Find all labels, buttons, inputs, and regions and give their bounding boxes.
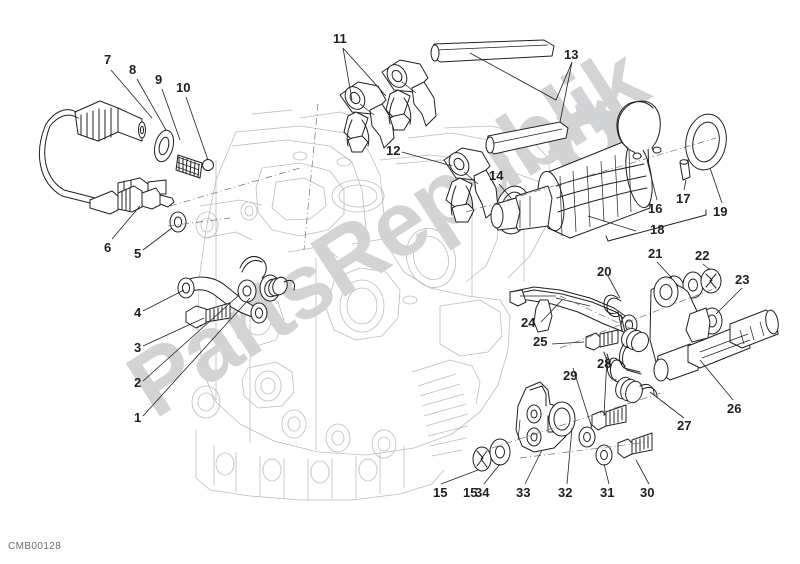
callout-2: 2 <box>134 375 142 390</box>
part-circlip-15 <box>472 446 492 472</box>
callout-5: 5 <box>134 246 142 261</box>
leader-lines <box>110 47 743 485</box>
part-group-neutral-switch <box>39 100 301 233</box>
callout-16: 16 <box>648 201 663 216</box>
part-return-spring-20 <box>603 294 649 375</box>
callout-13: 13 <box>564 47 579 62</box>
callout-31: 31 <box>600 485 615 500</box>
callout-20: 20 <box>597 264 612 279</box>
part-shift-shaft-26 <box>649 276 779 382</box>
callout-15-lower: 15 <box>433 485 448 500</box>
part-small-hardware <box>472 401 653 472</box>
assembly-axes <box>303 103 717 459</box>
callout-29: 29 <box>563 368 578 383</box>
callout-4: 4 <box>134 305 142 320</box>
callout-25: 25 <box>533 334 548 349</box>
part-group-fork-shafts-13 <box>430 39 569 155</box>
callout-28: 28 <box>597 356 612 371</box>
callout-23: 23 <box>735 272 750 287</box>
callout-24: 24 <box>521 315 536 330</box>
callout-33: 33 <box>516 485 531 500</box>
callout-6: 6 <box>104 240 112 255</box>
part-group-detent-lever <box>177 255 295 329</box>
callout-3: 3 <box>134 340 142 355</box>
callout-30: 30 <box>640 485 655 500</box>
part-washer-19 <box>685 113 727 171</box>
callout-8: 8 <box>129 62 137 77</box>
callout-7: 7 <box>104 52 112 67</box>
part-group-selector-fork-12 <box>443 147 499 223</box>
part-group-selector-forks-11 <box>339 59 437 153</box>
callout-19: 19 <box>713 204 728 219</box>
spring-9 <box>175 154 203 179</box>
callout-22: 22 <box>695 248 710 263</box>
callout-18: 18 <box>650 222 665 237</box>
callout-11: 11 <box>333 31 347 46</box>
part-bracket-33 <box>515 381 569 453</box>
part-pin-25 <box>585 329 619 351</box>
callout-10: 10 <box>176 80 191 95</box>
spring-1 <box>239 255 295 298</box>
callout-27: 27 <box>677 418 692 433</box>
callout-21: 21 <box>648 246 663 261</box>
callout-1: 1 <box>134 410 142 425</box>
part-spring-27 <box>603 351 658 404</box>
callout-9: 9 <box>155 72 163 87</box>
callout-14: 14 <box>489 168 504 183</box>
diagram-part-code: CMB00128 <box>8 541 62 552</box>
callout-34: 34 <box>475 485 490 500</box>
callout-26: 26 <box>727 401 742 416</box>
callout-15: 15 <box>463 485 478 500</box>
part-dowel-pin-17 <box>679 159 691 181</box>
callout-17: 17 <box>676 191 691 206</box>
part-shift-drum-18 <box>490 139 653 239</box>
callout-32: 32 <box>558 485 573 500</box>
part-circlip-16 <box>616 100 662 160</box>
part-circlip-22 <box>700 268 722 294</box>
callout-12: 12 <box>386 143 401 158</box>
